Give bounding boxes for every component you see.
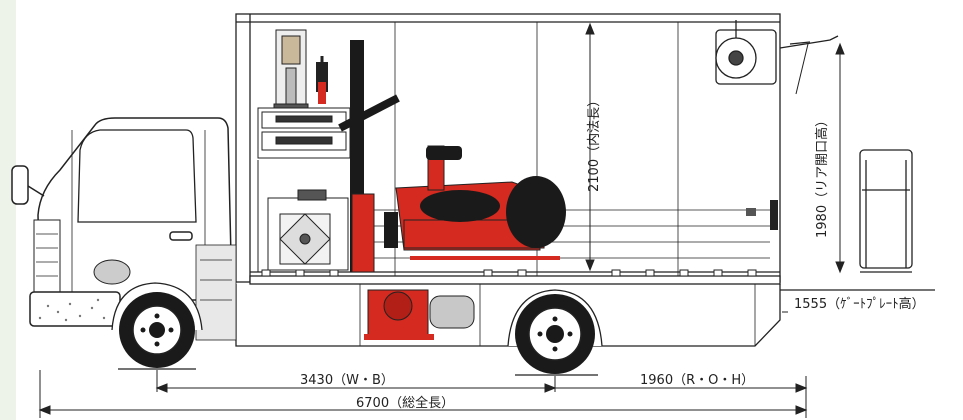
left-margin [0,0,16,420]
chassis-detail [195,244,237,341]
dim-overall-length [38,405,808,415]
drawer-cabinet [257,107,351,272]
truck-cab [29,117,233,327]
bumper-pattern [38,298,106,322]
rear-fitting [746,200,778,230]
air-compressor [364,289,475,340]
gate-plate [779,35,935,291]
label-overall-length: 6700（総全長） [356,395,454,411]
label-wheelbase: 3430（W・B） [300,373,394,388]
label-gate-plate-height: 1555（ｹﾞｰﾄﾌﾟﾚｰﾄ高） [794,296,925,312]
label-rear-opening: 1980（リア開口高） [814,114,830,238]
dim-rear-overhang [555,383,808,393]
wheel-balancer [267,189,349,271]
hose-reel [715,20,777,85]
front-wheel [111,282,203,368]
rear-wheel [507,289,603,374]
headlight [93,259,131,285]
label-rear-overhang: 1960（R・O・H） [640,373,754,388]
side-mirror [11,165,45,205]
valve-fixture [316,56,328,104]
dim-rear-opening [835,42,845,274]
label-interior-length: 2100（内法長） [586,94,602,192]
dim-interior-length [585,22,595,272]
tire-changer [351,145,566,273]
dim-wheelbase [155,383,557,393]
hydraulic-jack [273,29,309,111]
